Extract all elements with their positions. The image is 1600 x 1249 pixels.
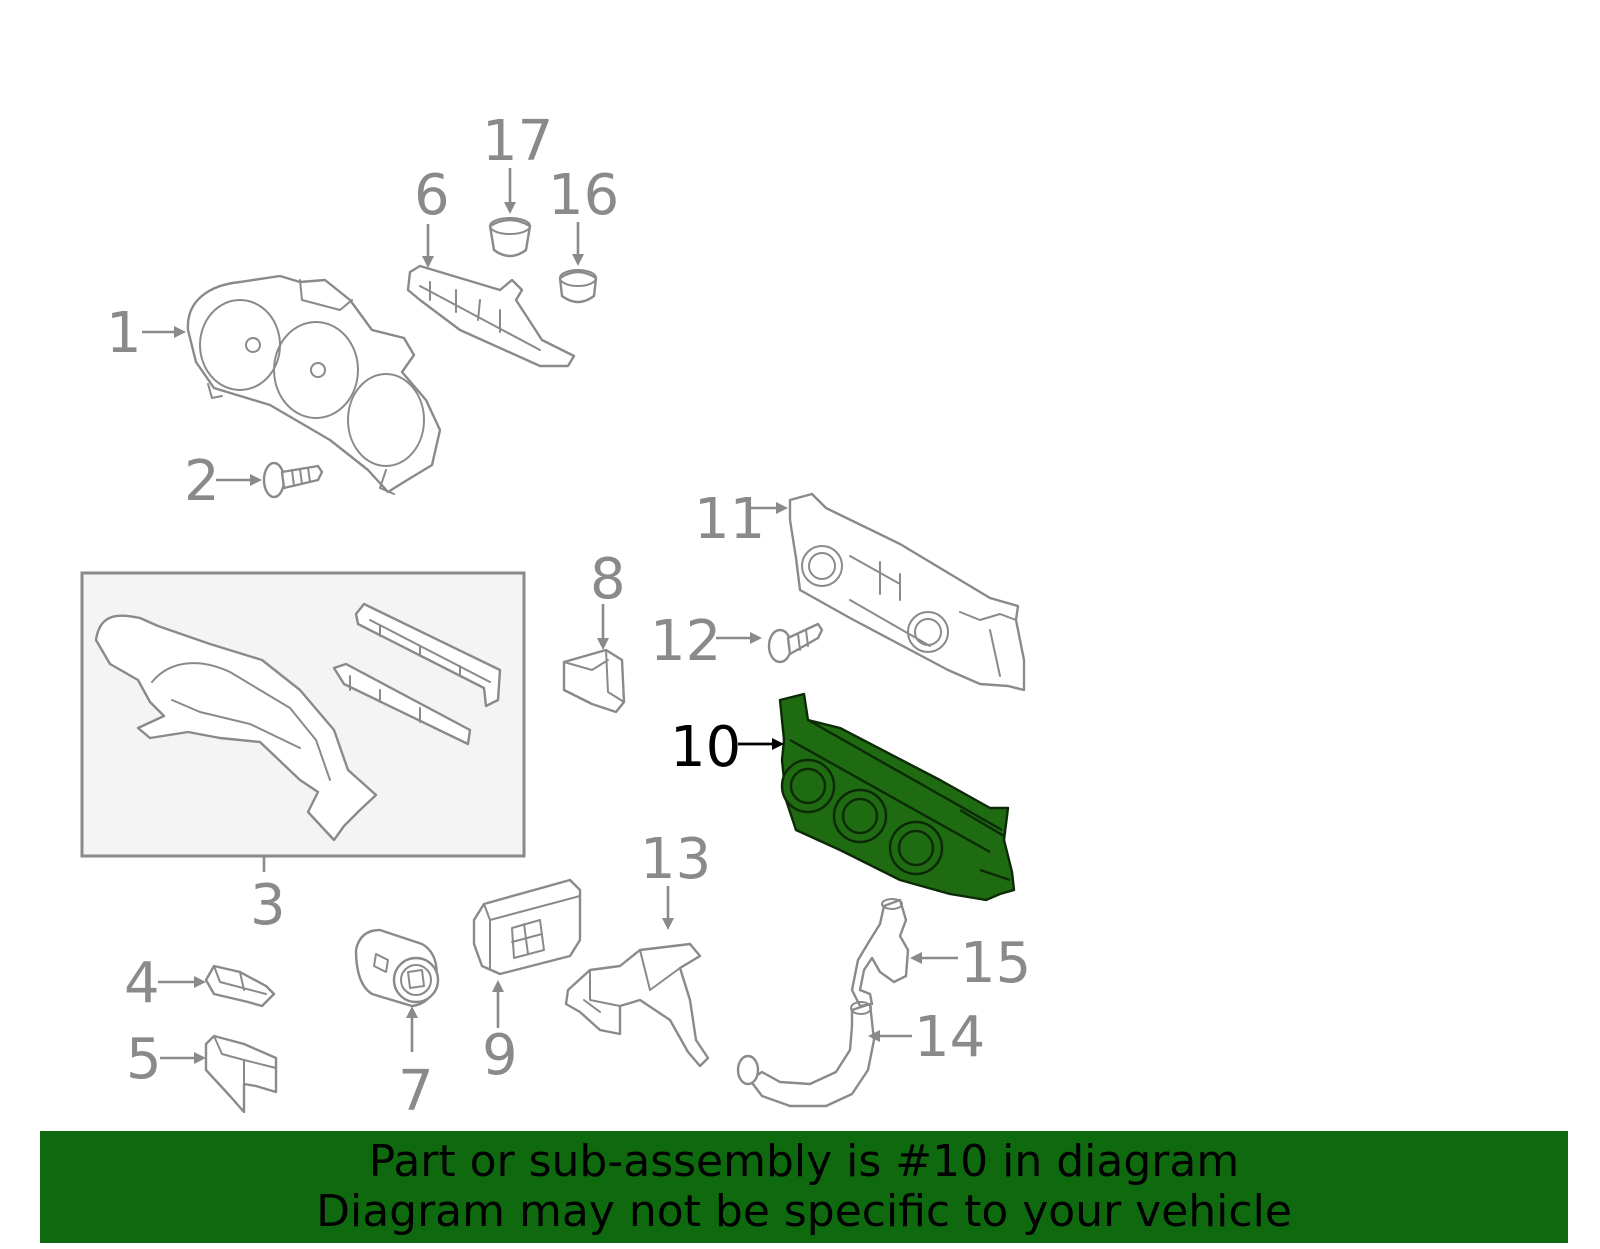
part-16-plug[interactable] bbox=[558, 269, 598, 304]
callout-7: 7 bbox=[398, 1059, 434, 1124]
part-2-screw[interactable] bbox=[262, 461, 324, 499]
part-7-power-outlet[interactable] bbox=[354, 928, 440, 1008]
callout-15: 15 bbox=[960, 931, 1031, 996]
part-12-screw[interactable] bbox=[767, 622, 824, 664]
part-10-climate-control[interactable] bbox=[778, 692, 1016, 902]
part-11-climate-panel[interactable] bbox=[788, 492, 1026, 692]
part-13-bracket[interactable] bbox=[564, 942, 710, 1068]
part-8-switch[interactable] bbox=[562, 648, 626, 714]
banner-line-2: Diagram may not be specific to your vehi… bbox=[316, 1186, 1292, 1237]
callout-8: 8 bbox=[590, 547, 626, 612]
callout-arrows bbox=[142, 168, 958, 1064]
part-15-connector[interactable] bbox=[850, 898, 910, 1008]
callout-1: 1 bbox=[106, 301, 142, 366]
callout-10: 10 bbox=[670, 715, 741, 780]
callout-9: 9 bbox=[482, 1023, 518, 1088]
callout-2: 2 bbox=[184, 449, 220, 514]
callout-3: 3 bbox=[250, 873, 286, 938]
part-9-switch-block[interactable] bbox=[472, 878, 582, 976]
part-14-hose[interactable] bbox=[736, 1001, 876, 1108]
part-1-instrument-cluster[interactable] bbox=[186, 274, 442, 495]
part-4-clip[interactable] bbox=[204, 964, 276, 1008]
callout-labels: 1 2 3 4 5 6 7 8 9 10 11 12 13 14 15 16 1… bbox=[106, 109, 1031, 1124]
callout-5: 5 bbox=[126, 1027, 162, 1092]
banner-line-1: Part or sub-assembly is #10 in diagram bbox=[368, 1136, 1240, 1187]
callout-14: 14 bbox=[914, 1005, 985, 1070]
callout-4: 4 bbox=[124, 951, 160, 1016]
callout-16: 16 bbox=[548, 163, 619, 228]
part-17-clip[interactable] bbox=[488, 217, 532, 258]
callout-17: 17 bbox=[482, 109, 553, 174]
callout-12: 12 bbox=[650, 609, 721, 674]
part-3-column-cover-kit[interactable] bbox=[80, 571, 526, 858]
callout-13: 13 bbox=[640, 827, 711, 892]
info-banner: Part or sub-assembly is #10 in diagram D… bbox=[40, 1131, 1568, 1243]
part-6-bracket[interactable] bbox=[406, 264, 576, 368]
callout-11: 11 bbox=[694, 487, 765, 552]
callout-6: 6 bbox=[414, 163, 450, 228]
part-5-bracket[interactable] bbox=[204, 1034, 278, 1114]
